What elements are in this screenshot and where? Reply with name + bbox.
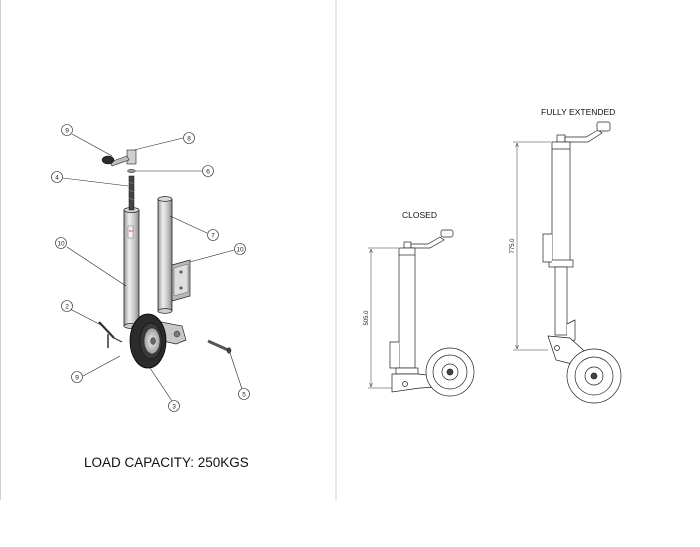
callout-8: 8 bbox=[187, 135, 191, 142]
closed-view bbox=[389, 229, 475, 397]
callout-9-bottom: 9 bbox=[75, 374, 79, 381]
locking-pin bbox=[98, 321, 123, 348]
inner-tube bbox=[157, 196, 173, 314]
washer bbox=[127, 169, 136, 173]
callout-9-top: 9 bbox=[65, 127, 69, 134]
callout-5: 5 bbox=[242, 391, 246, 398]
closed-view-label: CLOSED bbox=[402, 210, 437, 220]
callout-numbers: 9 8 6 4 7 10 10 2 9 3 5 bbox=[55, 127, 246, 410]
exploded-view: BJ bbox=[51, 124, 250, 412]
axle-bolt bbox=[207, 339, 232, 354]
callout-10-left: 10 bbox=[57, 240, 65, 247]
callout-2: 2 bbox=[65, 303, 69, 310]
callout-10-right: 10 bbox=[236, 246, 244, 253]
crank-handle bbox=[101, 149, 137, 167]
jockey-wheel bbox=[129, 313, 167, 369]
extended-height-dimension: 775.0 bbox=[510, 238, 516, 254]
extended-view-label: FULLY EXTENDED bbox=[541, 107, 616, 117]
callout-7: 7 bbox=[211, 232, 215, 239]
callout-bubbles bbox=[51, 124, 250, 412]
extended-dimension bbox=[513, 141, 551, 351]
extended-view bbox=[542, 121, 622, 404]
load-capacity-label: LOAD CAPACITY: 250KGS bbox=[84, 455, 249, 470]
closed-dimension bbox=[368, 247, 398, 389]
callout-3: 3 bbox=[172, 403, 176, 410]
callout-6: 6 bbox=[206, 168, 210, 175]
callout-4: 4 bbox=[55, 174, 59, 181]
closed-height-dimension: 505.0 bbox=[364, 310, 370, 326]
outer-tube: BJ bbox=[123, 207, 140, 329]
spindle bbox=[128, 175, 135, 211]
callout-leaders bbox=[62, 133, 243, 402]
svg-text:BJ: BJ bbox=[129, 229, 133, 233]
clamp-bracket bbox=[171, 259, 191, 302]
